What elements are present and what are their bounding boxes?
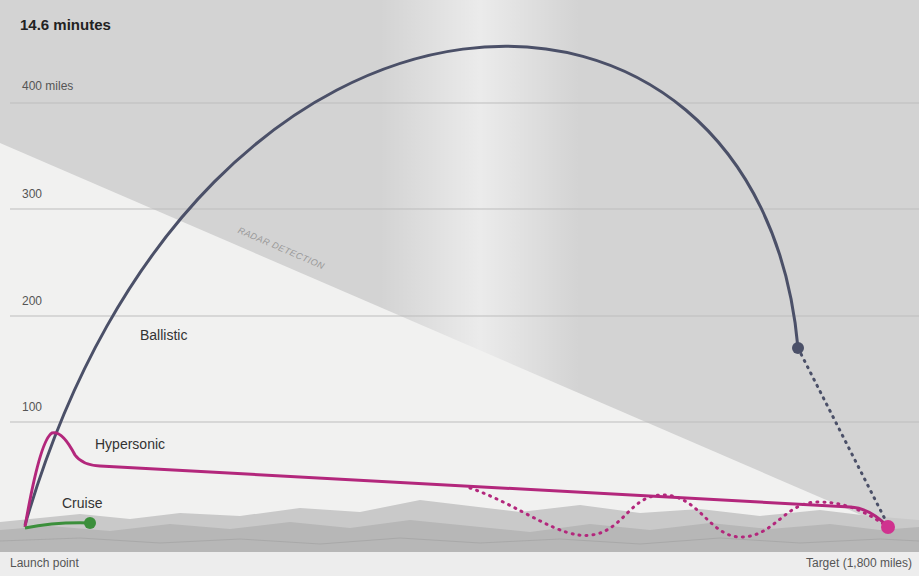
gridline [10, 422, 919, 423]
series-label: Ballistic [140, 328, 187, 343]
chart-title: 14.6 minutes [20, 17, 111, 34]
terrain-front [0, 520, 919, 552]
cruise-dot [84, 517, 96, 529]
gridline [10, 316, 919, 317]
ballistic-dot [792, 342, 804, 354]
series-label: Cruise [62, 496, 102, 511]
ballistic-trajectory [25, 46, 798, 525]
axis-label: 400 miles [22, 80, 73, 93]
ballistic-descent [798, 348, 888, 525]
axis-label: 100 [22, 401, 42, 414]
target-dot [881, 520, 895, 534]
series-label: Hypersonic [95, 437, 165, 452]
radar-shadow-zone [0, 143, 919, 540]
hypersonic-trajectory [25, 433, 888, 527]
cruise-trajectory [25, 523, 90, 528]
axis-label: Target (1,800 miles) [806, 557, 912, 570]
axis-label: 200 [22, 295, 42, 308]
terrain-ridge [0, 538, 919, 544]
axis-label: 300 [22, 188, 42, 201]
gridline [10, 103, 919, 104]
axis-label: Launch point [10, 557, 79, 570]
hypersonic-maneuver [470, 488, 888, 537]
gridline [10, 209, 919, 210]
